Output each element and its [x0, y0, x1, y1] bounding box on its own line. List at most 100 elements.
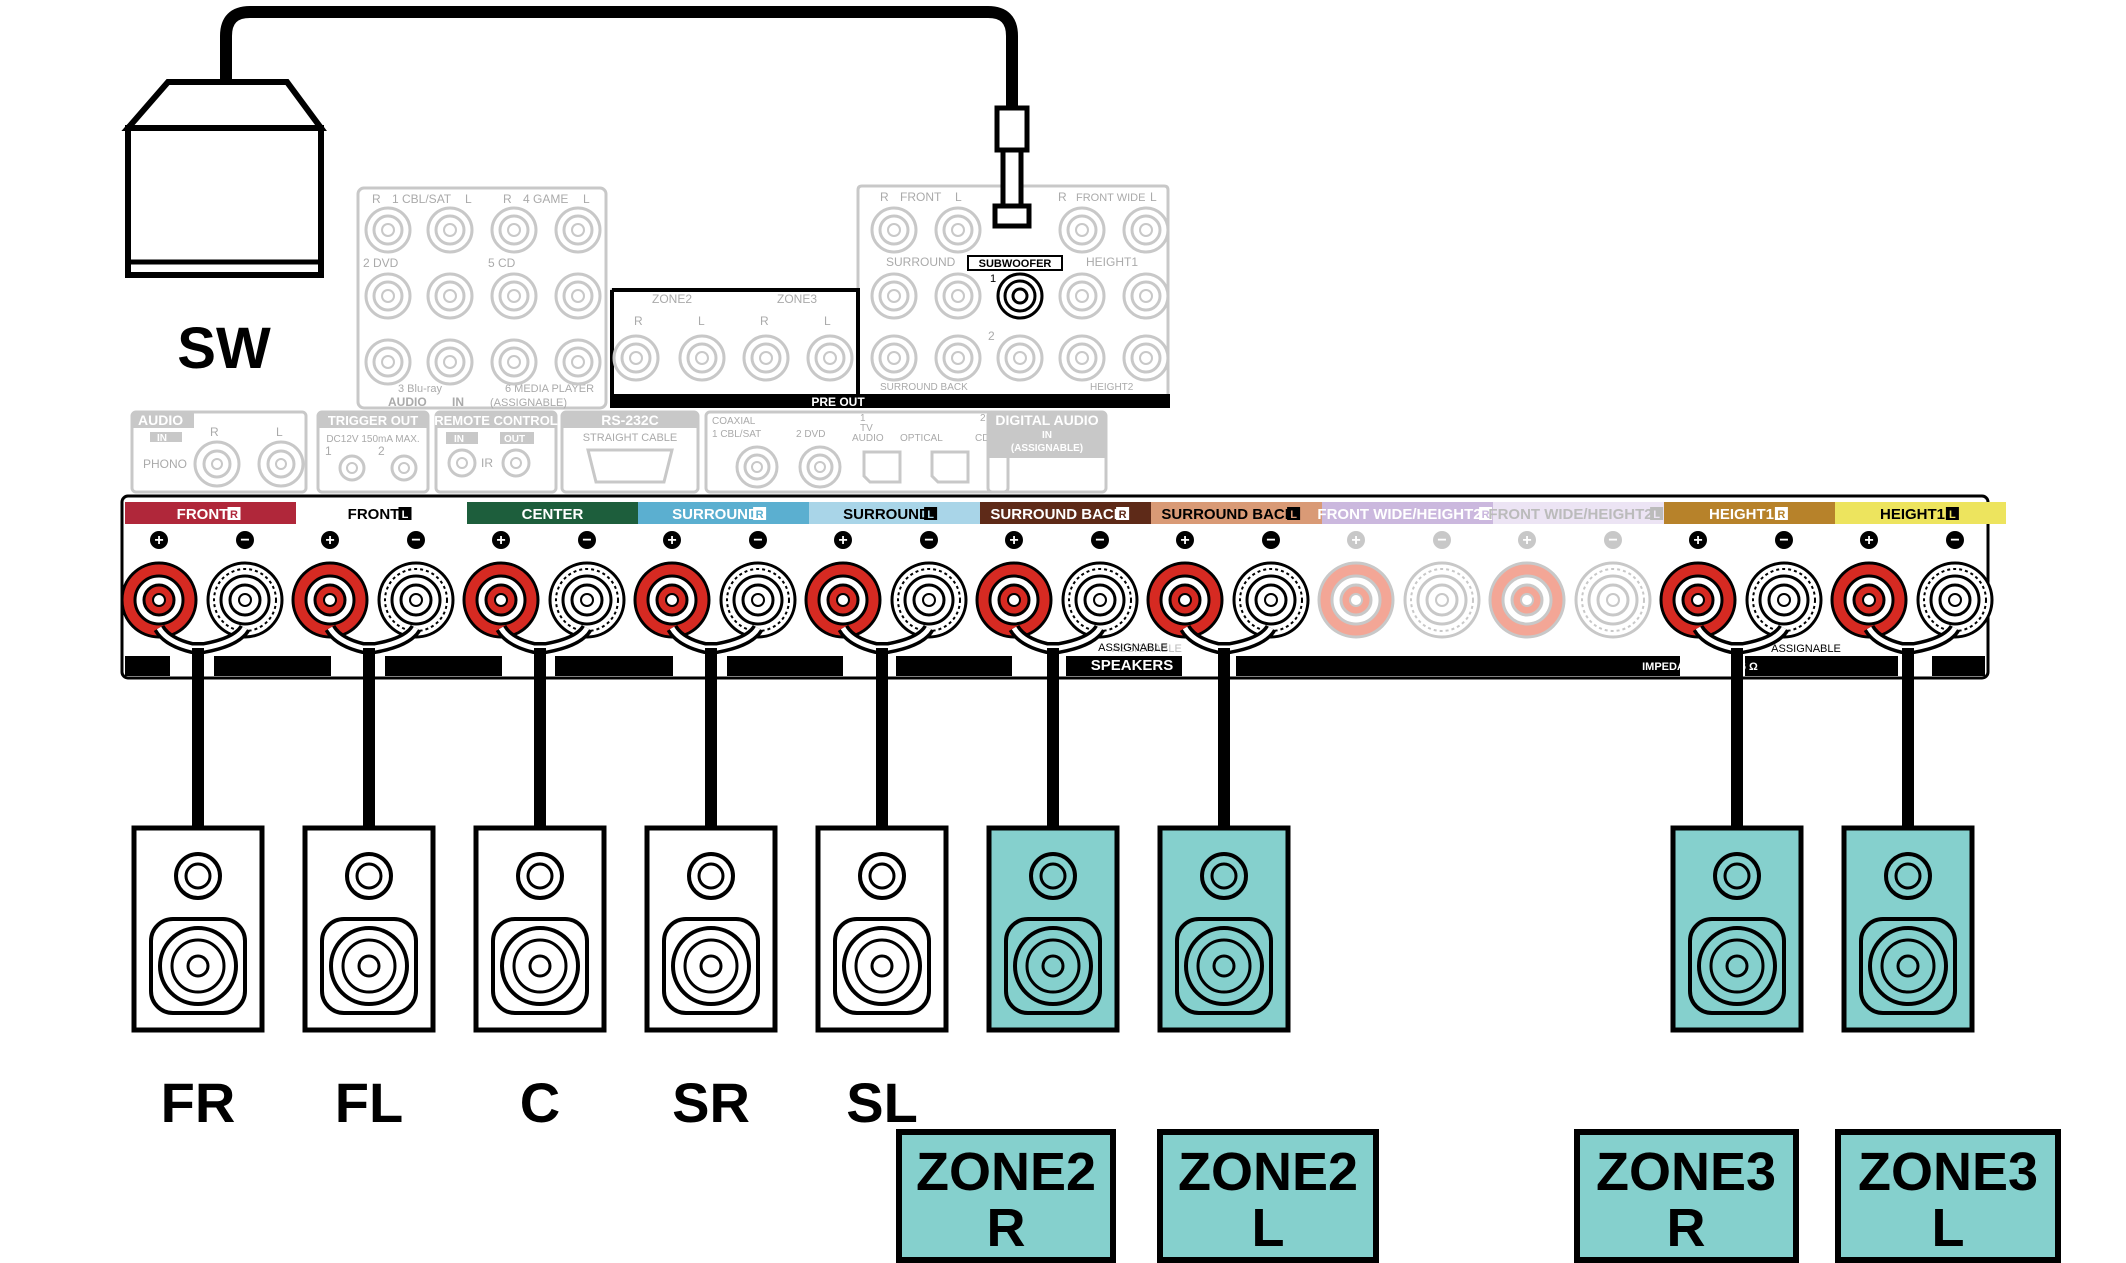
zone-pre-out-jack[interactable] — [678, 334, 726, 382]
pre-out-jack[interactable] — [870, 272, 918, 320]
strip-band — [896, 656, 1012, 676]
channel-side: R — [1119, 509, 1127, 521]
phono-jack-r[interactable] — [193, 440, 241, 488]
subwoofer-tag-text: SUBWOOFER — [979, 258, 1052, 270]
pre-out-jack[interactable] — [1122, 334, 1170, 382]
polarity-symbol: + — [1180, 532, 1189, 549]
audio-in-jack[interactable] — [554, 206, 602, 254]
terminal-pair: +− — [1659, 531, 1823, 639]
subwoofer-1-label: 1 — [990, 273, 996, 285]
pre-out-jack[interactable] — [934, 272, 982, 320]
terminal-plus[interactable] — [633, 561, 711, 639]
pre-out-jack[interactable] — [870, 334, 918, 382]
polarity-mark — [1347, 531, 1365, 549]
optical-port-cd[interactable] — [930, 450, 970, 484]
label: 3 Blu-ray — [398, 383, 443, 395]
polarity-mark — [1946, 531, 1964, 549]
audio-in-jack[interactable] — [364, 272, 412, 320]
audio-in-jack[interactable] — [364, 206, 412, 254]
terminal-minus[interactable] — [1745, 561, 1823, 639]
coaxial-jack-2[interactable] — [798, 445, 842, 489]
terminal-minus[interactable] — [719, 561, 797, 639]
label: HEIGHT1 — [1086, 255, 1138, 269]
audio-in-jack[interactable] — [554, 272, 602, 320]
terminal-plus[interactable] — [1146, 561, 1224, 639]
pre-out-jack[interactable] — [1122, 206, 1170, 254]
label: R — [210, 425, 219, 439]
terminal-minus[interactable] — [1061, 561, 1139, 639]
terminal-minus[interactable] — [890, 561, 968, 639]
audio-in-jack[interactable] — [490, 338, 538, 386]
label: L — [698, 314, 705, 328]
audio-in-jack[interactable] — [426, 272, 474, 320]
label: DC12V 150mA MAX. — [326, 434, 419, 445]
zone-pre-out-jack[interactable] — [806, 334, 854, 382]
label: L — [465, 192, 472, 206]
subwoofer-label: SW — [177, 316, 271, 381]
terminal-minus[interactable] — [377, 561, 455, 639]
polarity-symbol: − — [1437, 532, 1446, 549]
pre-out-jack[interactable] — [1058, 272, 1106, 320]
audio-in-jack[interactable] — [490, 272, 538, 320]
terminal-minus[interactable] — [1403, 561, 1481, 639]
zone-pre-out-jack[interactable] — [612, 334, 660, 382]
polarity-symbol: + — [325, 532, 334, 549]
terminal-minus[interactable] — [1916, 561, 1994, 639]
remote-in-jack[interactable] — [447, 448, 477, 478]
remote-out-jack[interactable] — [501, 448, 531, 478]
label: AUDIO — [852, 433, 884, 444]
pre-out-jack[interactable] — [870, 206, 918, 254]
audio-in-jack[interactable] — [426, 206, 474, 254]
pre-out-jack[interactable] — [1058, 334, 1106, 382]
channel-name: FRONT — [348, 506, 400, 523]
trigger-jack-1[interactable] — [338, 454, 366, 482]
audio-in-jack[interactable] — [364, 338, 412, 386]
terminal-plus[interactable] — [120, 561, 198, 639]
zone-label-line1: ZONE2 — [916, 1142, 1096, 1202]
terminal-plus[interactable] — [291, 561, 369, 639]
terminal-plus[interactable] — [1830, 561, 1908, 639]
pre-out-jack[interactable] — [1122, 272, 1170, 320]
label: L — [276, 425, 283, 439]
speaker — [644, 825, 778, 1033]
audio-in-jack[interactable] — [554, 338, 602, 386]
audio-in-jack[interactable] — [490, 206, 538, 254]
terminal-minus[interactable] — [1574, 561, 1652, 639]
label: FRONT — [900, 190, 942, 204]
terminal-minus[interactable] — [1232, 561, 1310, 639]
channel-name: SURROUND — [843, 506, 930, 523]
polarity-mark — [1518, 531, 1536, 549]
terminal-plus[interactable] — [1488, 561, 1566, 639]
polarity-mark — [1433, 531, 1451, 549]
terminal-pair: +− — [1146, 531, 1310, 639]
pre-out-jack[interactable] — [996, 334, 1044, 382]
terminal-minus[interactable] — [548, 561, 626, 639]
pre-out-jack[interactable] — [934, 206, 982, 254]
polarity-mark — [1775, 531, 1793, 549]
terminal-minus[interactable] — [206, 561, 284, 639]
terminal-plus[interactable] — [975, 561, 1053, 639]
rs232c-port[interactable] — [586, 448, 674, 484]
pre-out-jack[interactable] — [1058, 206, 1106, 254]
optical-port-tv[interactable] — [862, 450, 902, 484]
label: OPTICAL — [900, 433, 943, 444]
terminal-plus[interactable] — [1659, 561, 1737, 639]
terminal-plus[interactable] — [1317, 561, 1395, 639]
strip-band — [385, 656, 502, 676]
pre-out-jack[interactable] — [934, 334, 982, 382]
trigger-jack-2[interactable] — [390, 454, 418, 482]
label: 4 GAME — [523, 192, 568, 206]
terminal-plus[interactable] — [462, 561, 540, 639]
channel-side: L — [1949, 509, 1956, 521]
subwoofer-jack-1[interactable] — [996, 272, 1044, 320]
audio-input-block: R 1 CBL/SAT L R 4 GAME L 2 DVD 5 CD 3 Bl… — [356, 186, 608, 410]
terminal-plus[interactable] — [804, 561, 882, 639]
coaxial-jack-1[interactable] — [735, 445, 779, 489]
phono-jack-l[interactable] — [257, 440, 305, 488]
label: IN — [452, 395, 464, 409]
assignable-label-fw: ASSIGNABLE — [1112, 643, 1182, 655]
audio-in-jack[interactable] — [426, 338, 474, 386]
zone-pre-out-jack[interactable] — [742, 334, 790, 382]
assignable-label-height: ASSIGNABLE — [1771, 643, 1841, 655]
